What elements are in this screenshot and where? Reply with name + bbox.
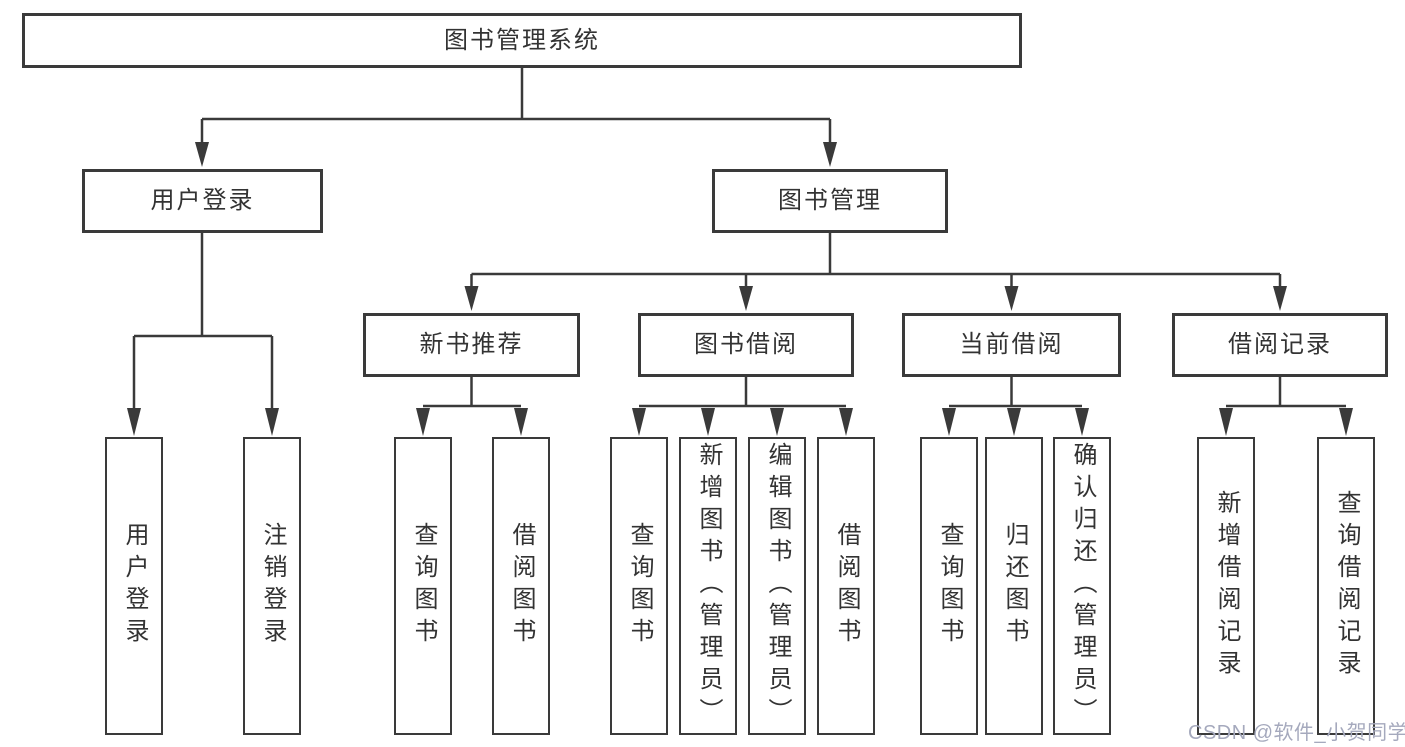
- leaf-records-add-label: 新增借阅记录: [1213, 490, 1240, 682]
- node-new-books-label: 新书推荐: [419, 331, 524, 358]
- leaf-records-add: 新增借阅记录: [1197, 437, 1255, 735]
- node-user-login-label: 用户登录: [150, 187, 255, 214]
- leaf-current-query-label: 查询图书: [936, 522, 963, 650]
- leaf-borrow-book: 借阅图书: [817, 437, 875, 735]
- leaf-newbooks-query-label: 查询图书: [410, 522, 437, 650]
- node-borrow-records: 借阅记录: [1172, 313, 1388, 377]
- node-current-borrow: 当前借阅: [902, 313, 1121, 377]
- leaf-logout: 注销登录: [243, 437, 301, 735]
- connector-book-mgmt-to-level3: [470, 233, 1282, 290]
- connector-root-to-level2: [200, 68, 832, 146]
- leaf-records-query: 查询借阅记录: [1317, 437, 1375, 735]
- leaf-newbooks-borrow-label: 借阅图书: [508, 522, 535, 650]
- leaf-borrow-edit: 编辑图书（管理员）: [748, 437, 806, 735]
- leaf-borrow-book-label: 借阅图书: [833, 522, 860, 650]
- leaf-borrow-query-label: 查询图书: [626, 522, 653, 650]
- leaf-current-confirm: 确认归还（管理员）: [1053, 437, 1111, 735]
- connector-new-books-to-leaves: [423, 377, 521, 408]
- watermark: CSDN @软件_小贺同学: [1188, 722, 1405, 744]
- connector-book-borrow-to-leaves: [639, 377, 846, 408]
- connector-user-login-to-leaves: [132, 233, 274, 412]
- leaf-newbooks-query: 查询图书: [394, 437, 452, 735]
- node-root-label: 图书管理系统: [444, 26, 600, 54]
- leaf-logout-label: 注销登录: [259, 522, 286, 650]
- node-new-books: 新书推荐: [363, 313, 580, 377]
- node-book-borrow-label: 图书借阅: [694, 331, 798, 358]
- leaf-user-login: 用户登录: [105, 437, 163, 735]
- node-borrow-records-label: 借阅记录: [1228, 331, 1332, 358]
- leaf-current-return: 归还图书: [985, 437, 1043, 735]
- node-book-mgmt: 图书管理: [712, 169, 948, 233]
- leaf-borrow-add-label: 新增图书（管理员）: [695, 442, 722, 730]
- leaf-user-login-label: 用户登录: [121, 522, 148, 650]
- node-book-borrow: 图书借阅: [638, 313, 854, 377]
- leaf-current-return-label: 归还图书: [1001, 522, 1028, 650]
- leaf-current-query: 查询图书: [920, 437, 978, 735]
- connector-borrow-records-to-leaves: [1226, 377, 1346, 408]
- leaf-borrow-add: 新增图书（管理员）: [679, 437, 737, 735]
- arrowheads: [127, 142, 1353, 436]
- node-current-borrow-label: 当前借阅: [959, 331, 1064, 358]
- leaf-current-confirm-label: 确认归还（管理员）: [1069, 442, 1096, 730]
- node-user-login: 用户登录: [82, 169, 323, 233]
- leaf-borrow-edit-label: 编辑图书（管理员）: [764, 442, 791, 730]
- node-root: 图书管理系统: [22, 13, 1022, 68]
- node-book-mgmt-label: 图书管理: [778, 187, 882, 214]
- leaf-records-query-label: 查询借阅记录: [1333, 490, 1360, 682]
- connector-current-borrow-to-leaves: [949, 377, 1082, 408]
- leaf-borrow-query: 查询图书: [610, 437, 668, 735]
- leaf-newbooks-borrow: 借阅图书: [492, 437, 550, 735]
